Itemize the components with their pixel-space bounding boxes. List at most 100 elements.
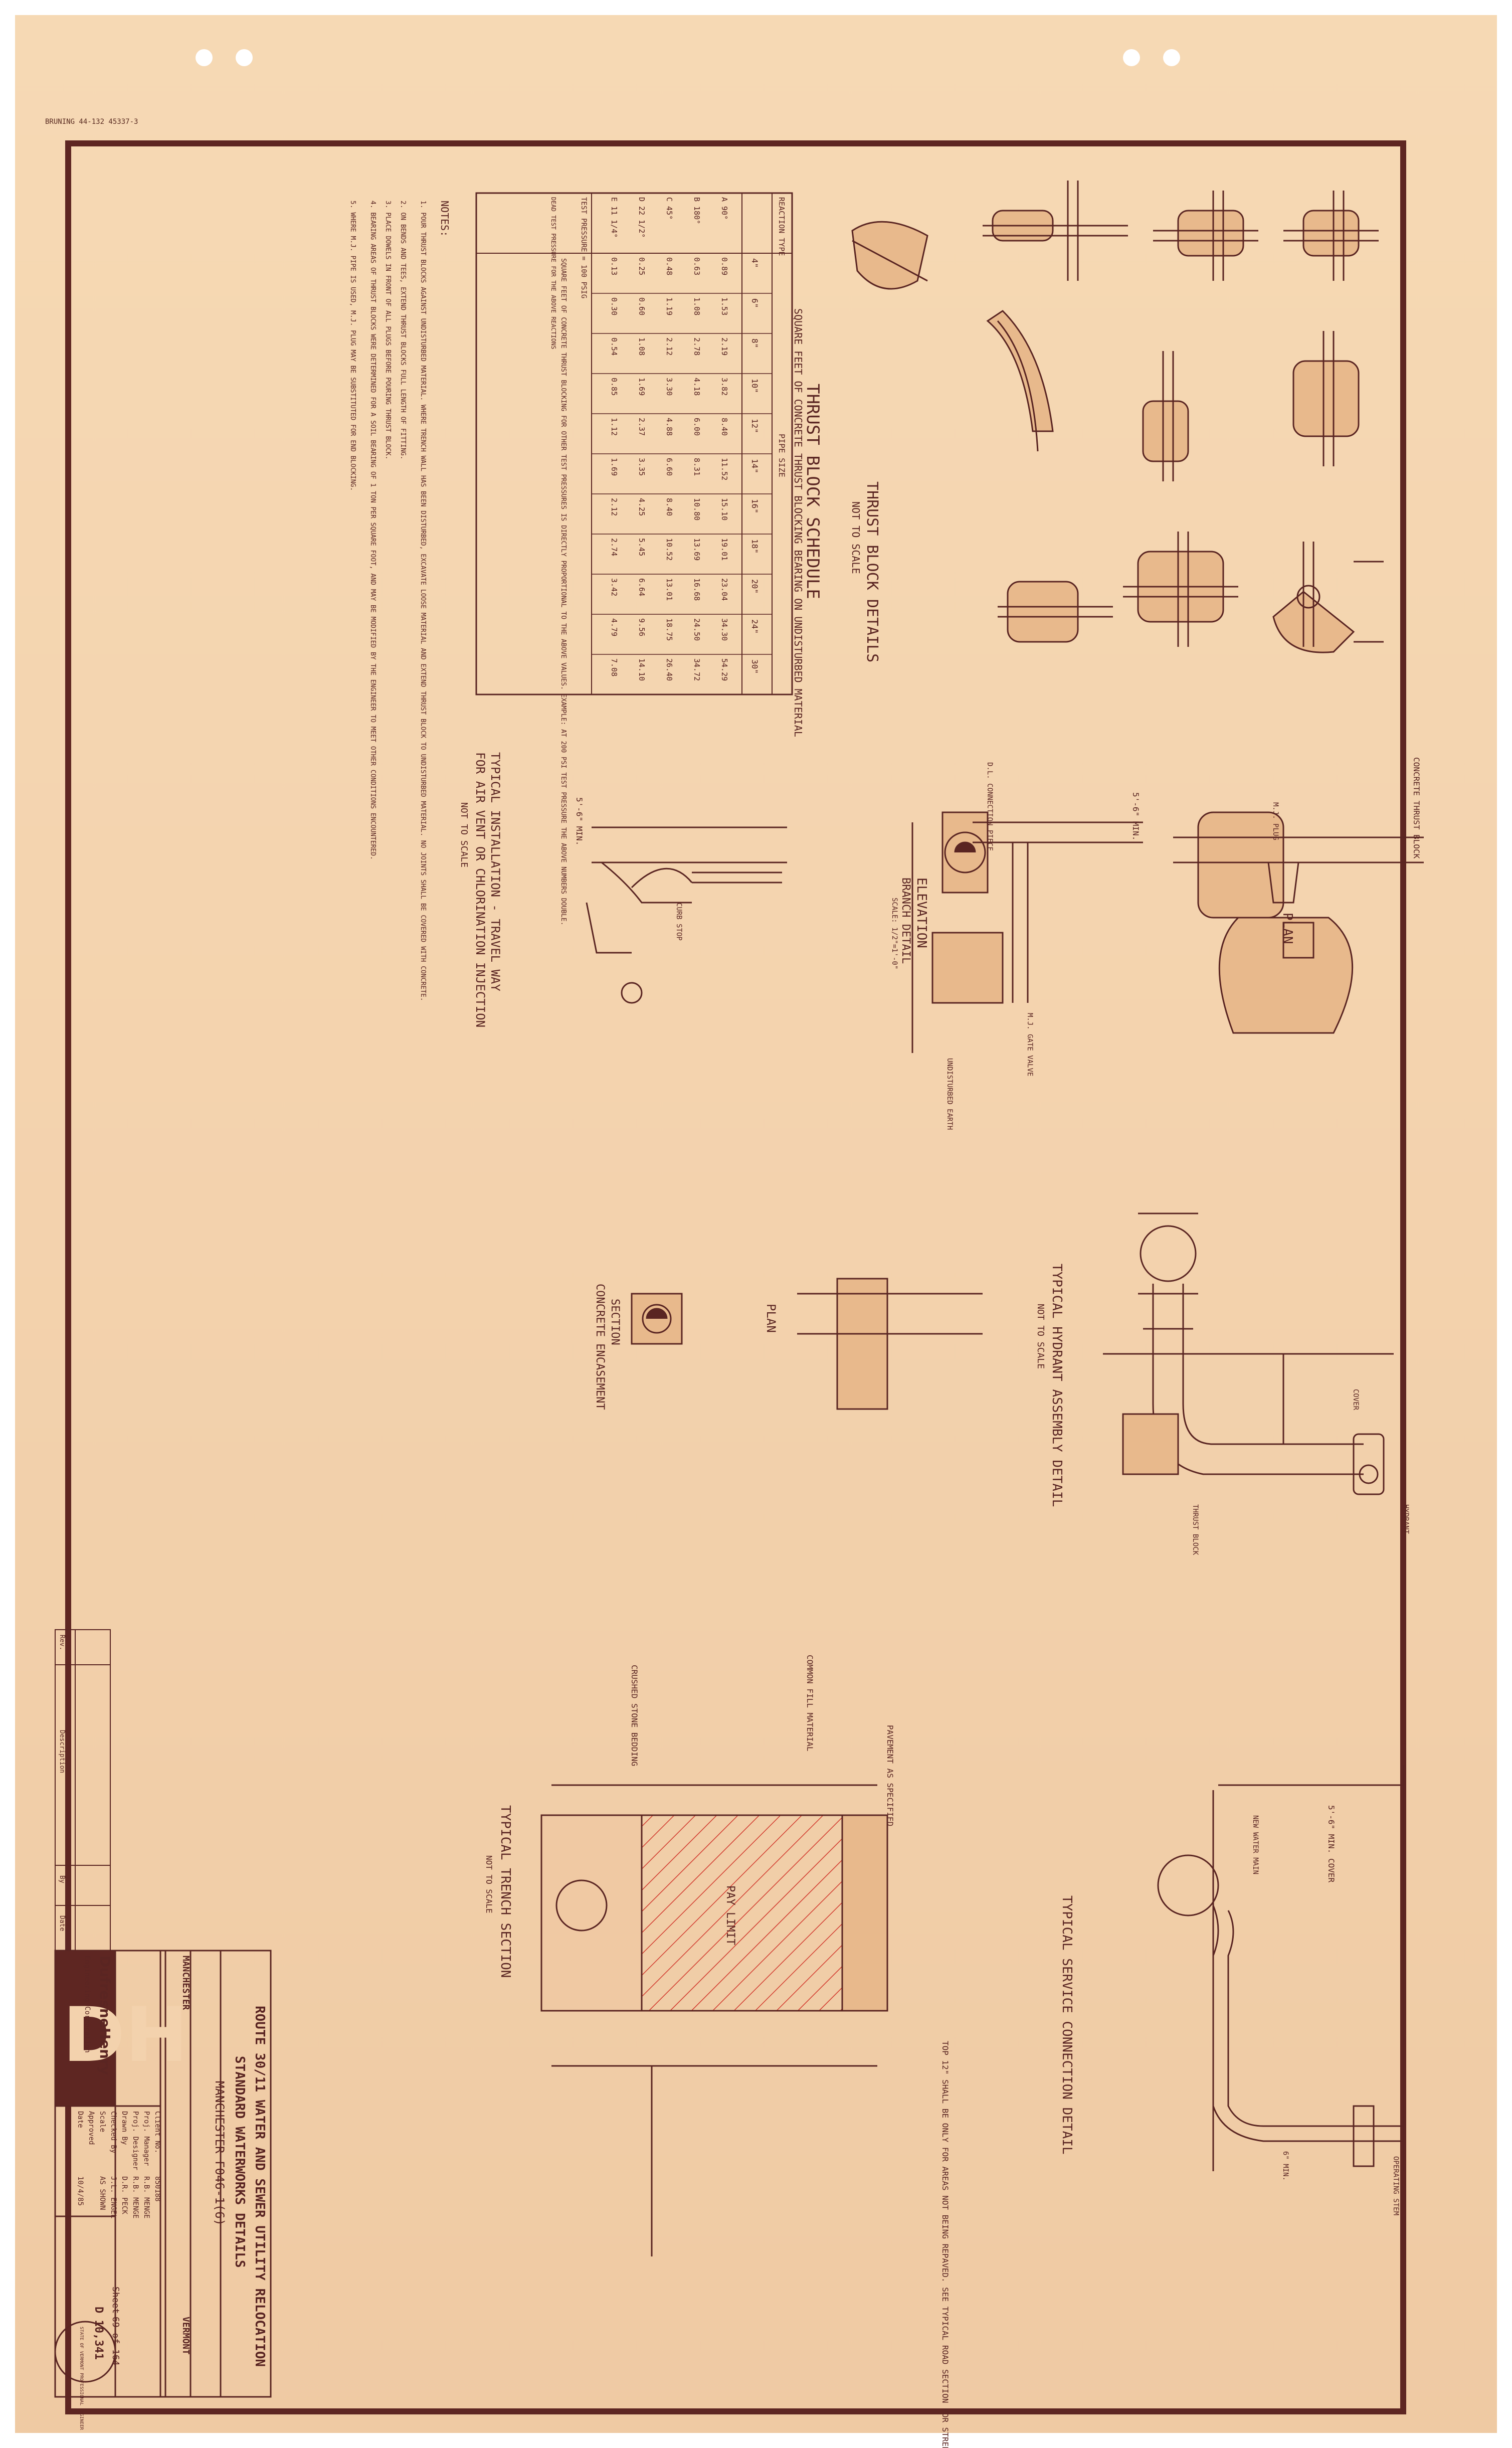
firm-name: DufresneHenry	[97, 1956, 113, 2075]
firm-sub: Engineering Corporation	[83, 1956, 91, 2053]
trench-title: TYPICAL TRENCH SECTION	[498, 1805, 513, 1978]
schedule-cell: 4.79	[610, 618, 619, 636]
concrete-encasement-detail: PLAN SECTION CONCRETE ENCASEMENT	[594, 1278, 983, 1410]
label-new-main: NEW WATER MAIN	[1251, 1815, 1259, 1874]
schedule-cell: 3.82	[720, 378, 729, 396]
title-row-label: Drawn By	[120, 2111, 128, 2145]
pipe-size-header: PIPE SIZE	[777, 434, 787, 477]
drawing-number: D 10,341	[92, 2307, 105, 2360]
title-row-label: Proj. Manager	[142, 2111, 150, 2166]
hydrant-title: TYPICAL HYDRANT ASSEMBLY DETAIL	[1049, 1264, 1064, 1507]
thrust-detail-plug	[1142, 351, 1189, 481]
test-pressure-header: TEST PRESSURE = 100 PSIG	[580, 197, 588, 298]
title-row-value: D.R. PECK	[120, 2176, 128, 2214]
title-row-label: Client No.	[153, 2111, 161, 2153]
schedule-cell: 2.78	[692, 337, 701, 356]
revision-block	[55, 1629, 111, 1951]
branch-plan-detail: PLAN CONCRETE THRUST BLOCK M.J. PLUG	[1173, 757, 1424, 1034]
plan-title: PLAN	[1280, 913, 1295, 944]
pipe-size-6: 16"	[750, 499, 760, 513]
rev-header-date: Date	[58, 1915, 66, 1931]
air-vent-nts: NOT TO SCALE	[459, 802, 469, 867]
pipe-size-10: 30"	[750, 659, 760, 674]
seal-text: STATE OF VERMONT PROFESSIONAL ENGINEER	[79, 2327, 84, 2430]
thrust-block-details	[851, 181, 1384, 653]
note-1: 1. POUR THRUST BLOCKS AGAINST UNDISTURBE…	[419, 201, 427, 1001]
project-number: MANCHESTER F046-1(6)	[213, 2081, 227, 2226]
thrust-detail-tee	[1153, 191, 1258, 281]
schedule-cell: 1.19	[665, 297, 674, 315]
label-concrete-thrust-block: CONCRETE THRUST BLOCK	[1412, 757, 1421, 859]
schedule-cell: 8.40	[720, 418, 729, 436]
title-row-value: 10/4/85	[76, 2176, 84, 2206]
notes-heading: NOTES:	[439, 201, 451, 237]
engineer-seal	[54, 2321, 116, 2383]
schedule-cell: 0.54	[610, 337, 619, 356]
label-6-min: 6" MIN.	[1281, 2151, 1289, 2181]
label-thrust-block: THRUST BLOCK	[1191, 1504, 1199, 1555]
note-4: 4. BEARING AREAS OF THRUST BLOCKS WERE D…	[369, 201, 376, 860]
drawing-title: STANDARD WATERWORKS DETAILS	[232, 2056, 247, 2268]
schedule-cell: 4.18	[692, 378, 701, 396]
title-row-label: Scale	[98, 2111, 106, 2132]
thrust-detail-vertical-bend	[1272, 542, 1355, 653]
state: VERMONT	[180, 2317, 191, 2355]
title-row-label: Checked By	[109, 2111, 117, 2153]
project-title: ROUTE 30/11 WATER AND SEWER UTILITY RELO…	[252, 2006, 267, 2367]
rev-header-by: By	[58, 1875, 66, 1883]
schedule-cell: 6.64	[637, 578, 646, 596]
label-pavement: PAVEMENT AS SPECIFIED	[885, 1725, 895, 1826]
schedule-side-label: DEAD TEST PRESSURE FOR THE ABOVE REACTIO…	[550, 197, 557, 349]
dh-logo-box	[54, 1950, 116, 2107]
thrust-details-title: THRUST BLOCK DETAILS	[863, 481, 881, 662]
schedule-cell: 4.25	[637, 498, 646, 516]
reaction-type: A 90°	[720, 197, 729, 220]
note-3: 3. PLACE DOWELS IN FRONT OF ALL PLUGS BE…	[384, 201, 392, 460]
schedule-cell: 0.89	[720, 257, 729, 275]
title-block	[54, 1950, 272, 2398]
schedule-cell: 1.08	[692, 297, 701, 315]
schedule-cell: 1.53	[720, 297, 729, 315]
schedule-cell: 3.35	[637, 458, 646, 476]
pipe-size-3: 10"	[750, 379, 760, 393]
schedule-cell: 24.50	[692, 618, 701, 641]
hydrant-nts: NOT TO SCALE	[1035, 1304, 1046, 1369]
schedule-subtitle: SQUARE FEET OF CONCRETE THRUST BLOCKING …	[792, 308, 804, 737]
air-vent-title-1: TYPICAL INSTALLATION - TRAVEL WAY	[488, 752, 502, 991]
rev-header-description: Description	[58, 1730, 66, 1773]
label-operating-stem: OPERATING STEM	[1392, 2156, 1400, 2215]
schedule-cell: 0.30	[610, 297, 619, 315]
hydrant-assembly-detail: TYPICAL HYDRANT ASSEMBLY DETAIL NOT TO S…	[1035, 1212, 1410, 1555]
elevation-title: ELEVATION	[914, 878, 929, 948]
label-curb-stop: CURB STOP	[675, 903, 683, 941]
encasement-plan-title: PLAN	[764, 1304, 778, 1333]
schedule-title: THRUST BLOCK SCHEDULE	[803, 384, 823, 599]
schedule-cell: 13.69	[692, 538, 701, 561]
service-title: TYPICAL SERVICE CONNECTION DETAIL	[1059, 1895, 1074, 2155]
schedule-cell: 2.74	[610, 538, 619, 556]
drawing-border	[65, 140, 1406, 2414]
schedule-cell: 0.25	[637, 257, 646, 275]
title-row-value: R.B. MENGE	[142, 2176, 150, 2218]
notes-block: NOTES: 1. POUR THRUST BLOCKS AGAINST UND…	[349, 201, 451, 1001]
reaction-type: D 22 1/2°	[637, 197, 646, 238]
schedule-note: SQUARE FEET OF CONCRETE THRUST BLOCKING …	[559, 258, 567, 926]
punch-hole	[196, 49, 213, 66]
branch-elevation-detail: ELEVATION BRANCH DETAIL SCALE: 1/2"=1'-0…	[890, 762, 1143, 1130]
schedule-cell: 9.56	[637, 618, 646, 636]
schedule-cell: 19.01	[720, 538, 729, 561]
schedule-cell: 14.10	[637, 658, 646, 681]
label-mj-plug: M.J. PLUG	[1271, 802, 1279, 840]
pipe-size-2: 8"	[750, 338, 760, 348]
label-common-fill: COMMON FILL MATERIAL	[805, 1655, 815, 1752]
schedule-cell: 16.68	[692, 578, 701, 601]
title-row-label: Date	[76, 2111, 84, 2128]
encasement-title: CONCRETE ENCASEMENT	[594, 1284, 606, 1410]
pipe-size-5: 14"	[750, 459, 760, 473]
pipe-size-9: 24"	[750, 619, 760, 634]
title-row-label: Approved	[87, 2111, 95, 2145]
branch-detail-title: BRANCH DETAIL	[899, 878, 912, 964]
schedule-cell: 18.75	[665, 618, 674, 641]
schedule-cell: 2.12	[610, 498, 619, 516]
